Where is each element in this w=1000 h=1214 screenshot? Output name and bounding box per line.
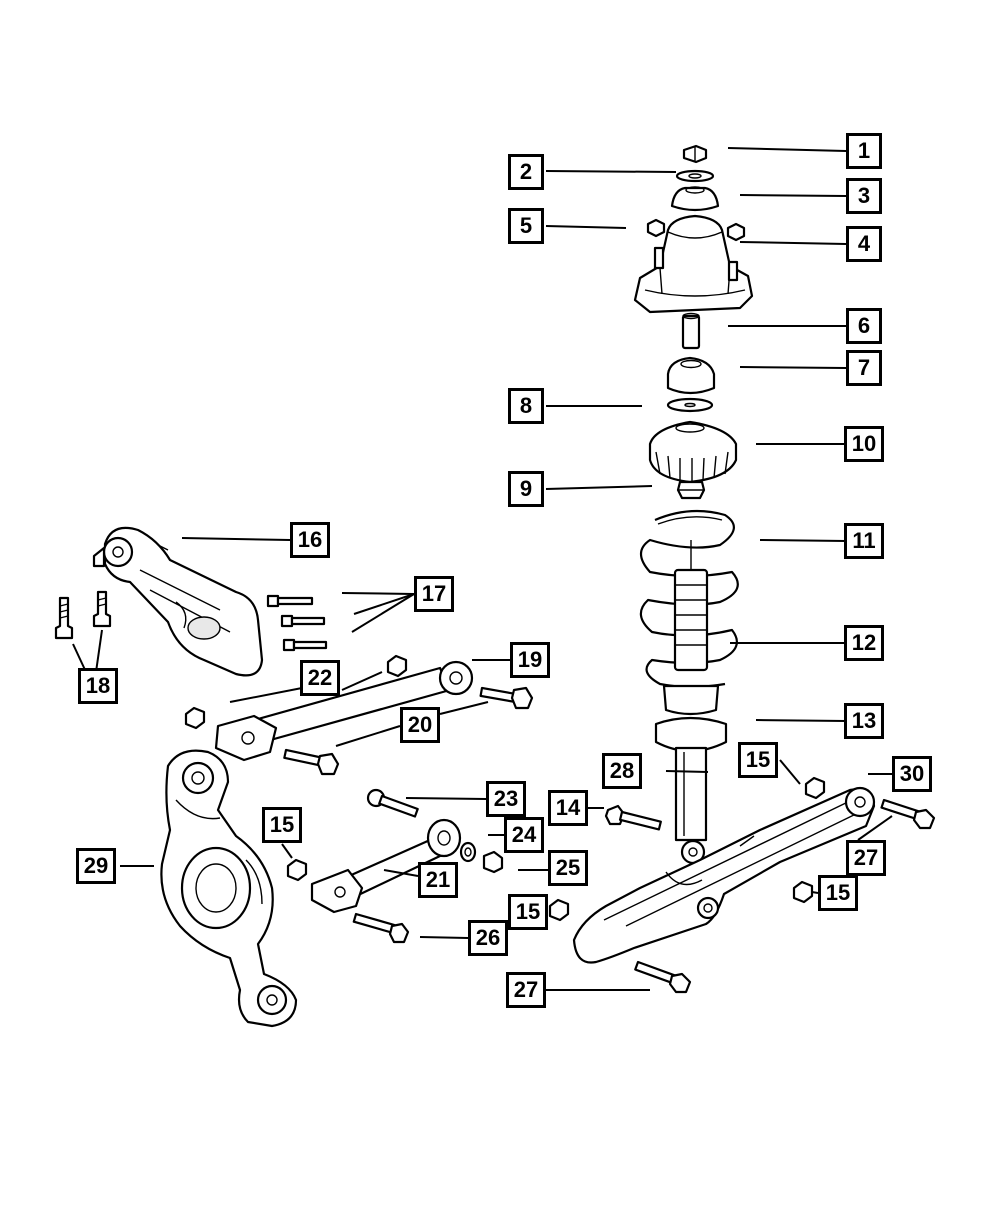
callout-13: 13 xyxy=(844,703,884,739)
strut-lower-spring-seat xyxy=(654,684,728,752)
upper-control-arm xyxy=(92,526,264,677)
callout-8: 8 xyxy=(508,388,544,424)
callout-17: 17 xyxy=(414,576,454,612)
callout-16: 16 xyxy=(290,522,330,558)
strut-mount xyxy=(633,214,754,314)
shock-absorber xyxy=(674,746,708,865)
callout-27-arm: 27 xyxy=(846,840,886,876)
callout-15-strut: 15 xyxy=(738,742,778,778)
callout-14: 14 xyxy=(548,790,588,826)
callout-7: 7 xyxy=(846,350,882,386)
callout-23: 23 xyxy=(486,781,526,817)
callout-26: 26 xyxy=(468,920,508,956)
callout-1: 1 xyxy=(846,133,882,169)
callout-28: 28 xyxy=(602,753,642,789)
callout-9: 9 xyxy=(508,471,544,507)
nut-15-link xyxy=(548,898,570,922)
callout-19: 19 xyxy=(510,642,550,678)
callout-3: 3 xyxy=(846,178,882,214)
strut-washer xyxy=(675,169,715,183)
lower-control-arm xyxy=(572,786,876,964)
washer-24 xyxy=(459,841,477,863)
bolt-23 xyxy=(366,788,419,818)
strut-upper-spring-seat xyxy=(648,420,738,484)
upper-lateral-link xyxy=(214,660,474,762)
callout-6: 6 xyxy=(846,308,882,344)
nut-22-lower xyxy=(184,706,206,730)
strut-mount-nut-right xyxy=(726,222,746,242)
callout-29: 29 xyxy=(76,848,116,884)
bushing-25 xyxy=(482,850,504,874)
strut-jounce-bumper xyxy=(676,480,706,500)
nut-15-strut xyxy=(804,776,826,800)
callout-15-arm: 15 xyxy=(818,875,858,911)
bolt-17-bottom xyxy=(282,638,328,652)
nut-22-upper xyxy=(386,654,408,678)
bolt-17-top xyxy=(266,594,314,608)
callout-20: 20 xyxy=(400,707,440,743)
callout-25: 25 xyxy=(548,850,588,886)
callout-4: 4 xyxy=(846,226,882,262)
callout-10: 10 xyxy=(844,426,884,462)
lower-link xyxy=(310,818,462,914)
strut-spacer-sleeve xyxy=(681,312,701,350)
strut-upper-insulator xyxy=(670,186,720,212)
nut-15-knuckle xyxy=(286,858,308,882)
strut-dust-boot xyxy=(673,540,709,672)
bolt-18-right xyxy=(92,590,112,628)
strut-washer-plate xyxy=(666,397,714,413)
bolt-27-lower xyxy=(634,960,692,994)
bolt-18-left xyxy=(54,596,74,640)
bolt-26 xyxy=(352,912,410,944)
nut-15-arm xyxy=(792,880,814,904)
callout-18: 18 xyxy=(78,668,118,704)
callout-12: 12 xyxy=(844,625,884,661)
callout-5: 5 xyxy=(508,208,544,244)
bolt-20-lower xyxy=(283,748,340,776)
strut-bearing xyxy=(666,356,716,395)
leader-lines xyxy=(72,147,893,991)
callout-24: 24 xyxy=(504,817,544,853)
bolt-17-middle xyxy=(280,614,326,628)
callout-22: 22 xyxy=(300,660,340,696)
callout-15-knuckle: 15 xyxy=(262,807,302,843)
callout-27-lower: 27 xyxy=(506,972,546,1008)
callout-30: 30 xyxy=(892,756,932,792)
strut-mount-nut-left xyxy=(646,218,666,238)
bolt-14 xyxy=(604,804,662,831)
callout-15-link: 15 xyxy=(508,894,548,930)
bolt-27-arm xyxy=(880,798,936,830)
bolt-20-upper xyxy=(479,686,534,710)
callout-11: 11 xyxy=(844,523,884,559)
callout-21: 21 xyxy=(418,862,458,898)
knuckle xyxy=(160,749,298,1028)
strut-top-nut xyxy=(682,144,708,164)
callout-2: 2 xyxy=(508,154,544,190)
